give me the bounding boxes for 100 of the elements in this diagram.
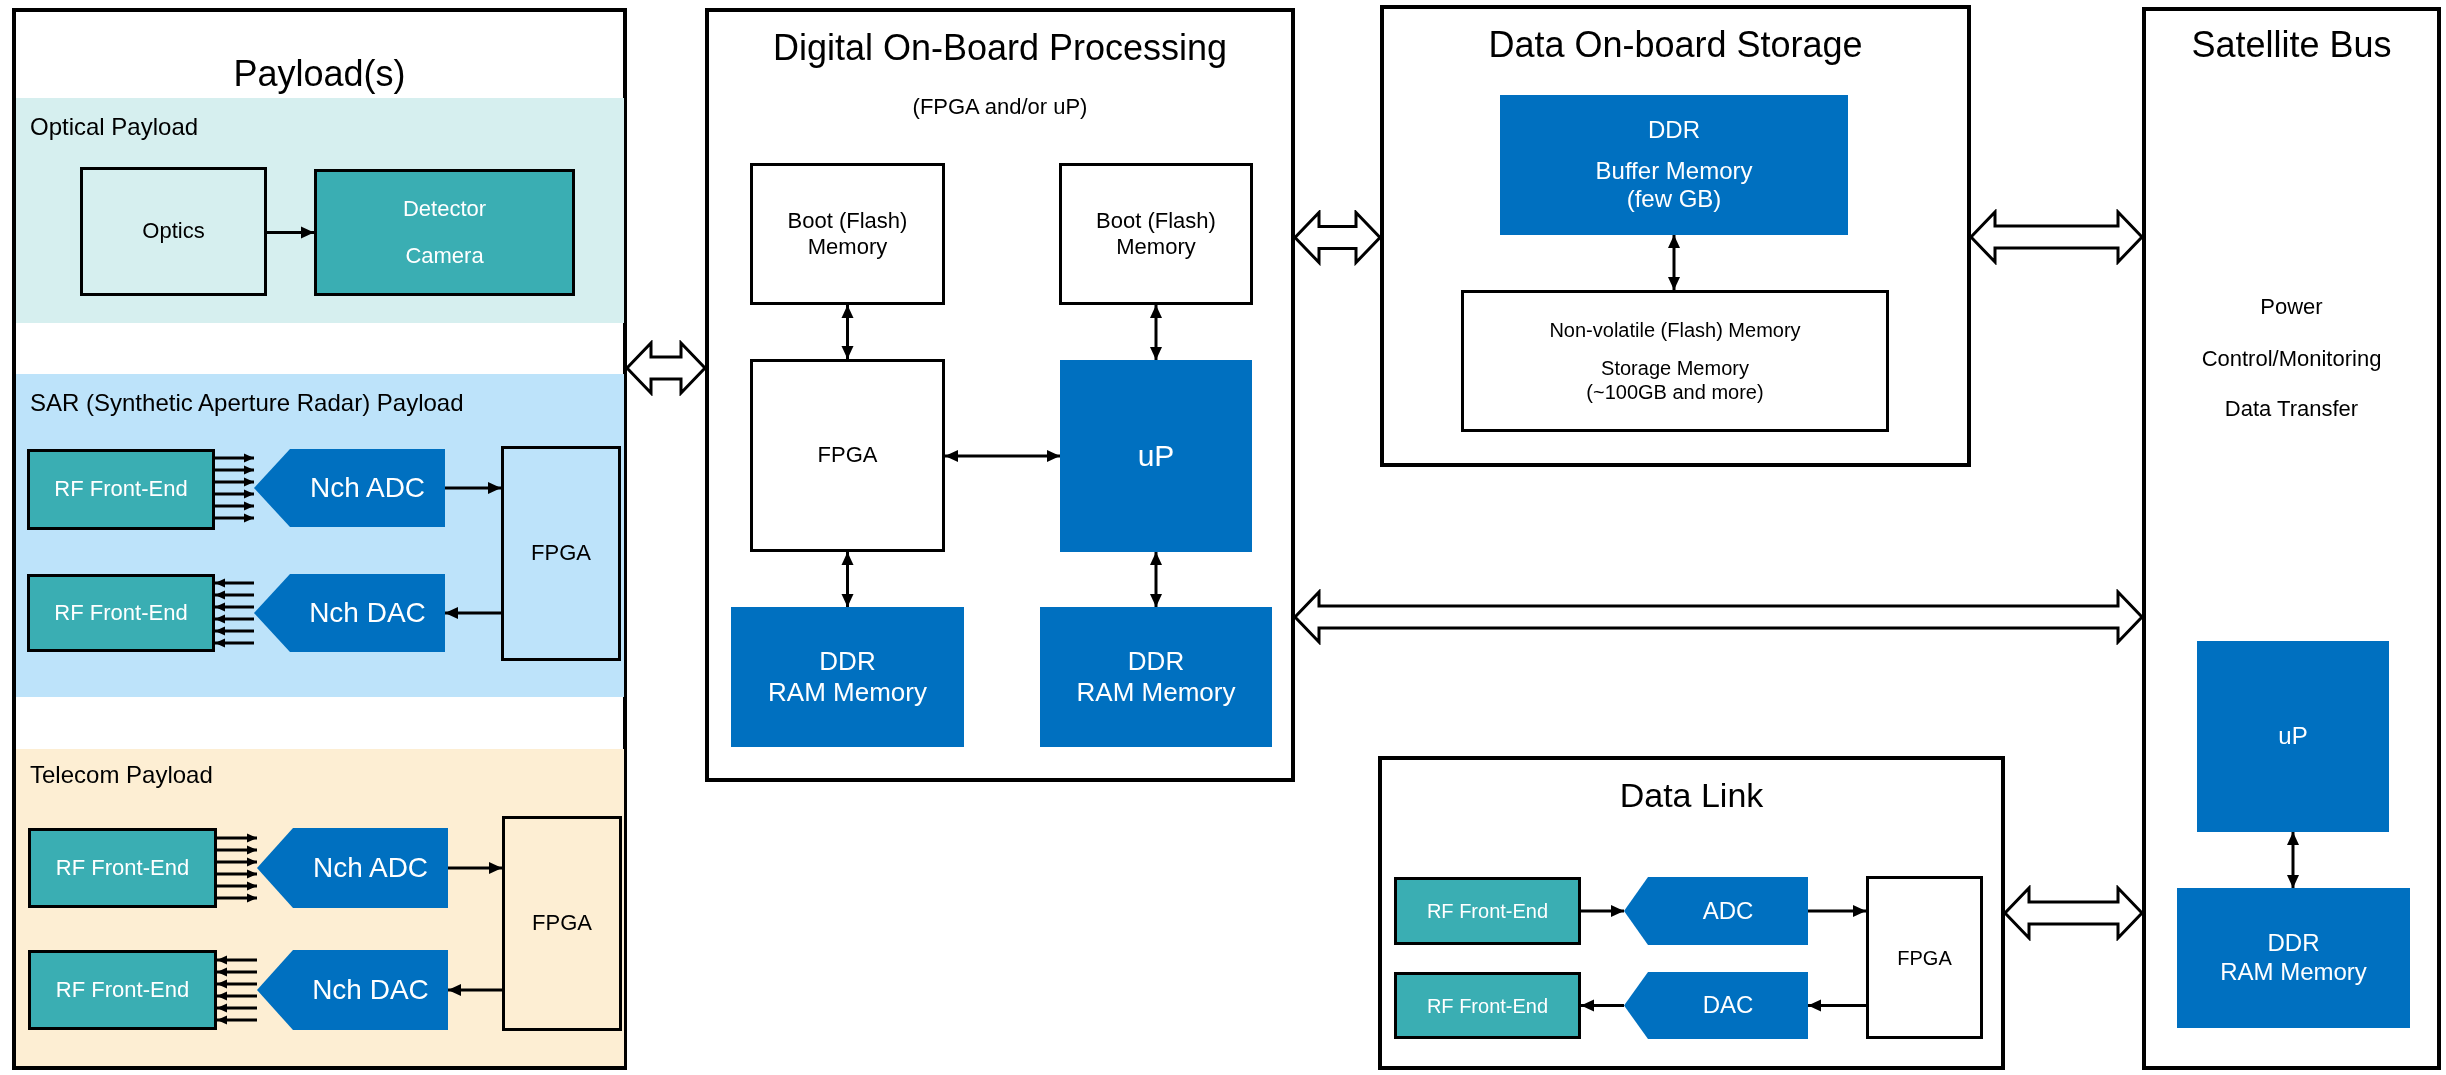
box-label: Nch DAC	[309, 596, 426, 630]
box-label: RF Front-End	[1426, 993, 1549, 1018]
arrow	[215, 590, 254, 600]
box-label: RF Front-End	[55, 854, 190, 882]
arrow	[445, 482, 501, 494]
arrow	[1808, 905, 1866, 917]
section-panel	[705, 8, 1295, 782]
arrow	[215, 453, 254, 463]
panel-title: Optical Payload	[30, 112, 199, 142]
arrow	[217, 991, 257, 1001]
box-label: DDR	[1648, 115, 1700, 145]
component-box	[501, 446, 621, 661]
box-label: RAM Memory	[2220, 958, 2367, 987]
box-label: ADC	[1702, 896, 1754, 926]
box-label: RAM Memory	[1076, 677, 1236, 709]
arrow	[215, 626, 254, 636]
box-label: FPGA	[531, 540, 591, 567]
box-label: Nch ADC	[312, 851, 429, 885]
box-label: uP	[1137, 438, 1175, 474]
section-band	[16, 374, 624, 697]
component-box	[27, 449, 215, 530]
arrow	[1581, 905, 1624, 917]
arrow	[448, 862, 502, 874]
component-box	[314, 169, 575, 296]
box-label: DDR	[1127, 645, 1185, 677]
arrow	[217, 1003, 257, 1013]
arrow	[217, 893, 257, 903]
arrow	[217, 1015, 257, 1025]
component-box	[28, 828, 217, 908]
arrow	[217, 979, 257, 989]
arrow	[448, 984, 502, 996]
component-box	[502, 816, 622, 1031]
component-box	[2177, 888, 2410, 1028]
panel-text: (FPGA and/or uP)	[912, 93, 1088, 121]
converter-block	[257, 828, 448, 908]
box-label: FPGA	[1897, 945, 1952, 970]
converter-block	[254, 449, 445, 527]
converter-block	[1624, 877, 1808, 945]
section-panel	[2142, 7, 2441, 1070]
arrow	[215, 638, 254, 648]
arrow	[1668, 235, 1680, 290]
component-box	[1500, 95, 1848, 235]
panel-text: Data Transfer	[2224, 395, 2359, 423]
section-panel	[1378, 756, 2005, 1070]
arrow	[217, 857, 257, 867]
box-label: DAC	[1702, 991, 1754, 1020]
arrow	[1808, 999, 1866, 1012]
box-label: DDR	[2267, 929, 2320, 958]
box-label: Storage Memory (~100GB and more)	[1585, 356, 1765, 404]
component-box	[80, 167, 267, 296]
arrow	[215, 477, 254, 487]
component-box	[1059, 163, 1253, 305]
arrow	[215, 513, 254, 523]
component-box	[1394, 877, 1581, 945]
box-label: RF Front-End	[55, 976, 190, 1004]
arrow	[841, 552, 854, 607]
arrow	[215, 614, 254, 624]
arrow	[217, 833, 257, 843]
component-box	[750, 163, 945, 305]
panel-title: Digital On-Board Processing	[772, 26, 1228, 70]
box-label: Nch DAC	[312, 973, 429, 1007]
arrow	[1150, 305, 1162, 360]
box-label: FPGA	[817, 442, 878, 469]
converter-block	[257, 950, 448, 1030]
arrow	[1150, 552, 1162, 607]
component-box	[731, 607, 964, 747]
box-label: Boot (Flash) Memory	[786, 207, 909, 261]
arrow	[217, 955, 257, 965]
panel-title: Telecom Payload	[30, 760, 213, 790]
component-box	[1866, 876, 1983, 1039]
panel-title: Satellite Bus	[2191, 23, 2392, 67]
box-label: FPGA	[532, 910, 592, 937]
arrow	[217, 869, 257, 879]
arrow	[215, 489, 254, 499]
panel-title: Data Link	[1619, 774, 1764, 816]
arrow	[267, 226, 314, 239]
arrow	[215, 465, 254, 475]
arrow	[215, 501, 254, 511]
arrow	[2287, 832, 2299, 888]
arrow	[217, 881, 257, 891]
component-box	[1040, 607, 1272, 747]
arrow	[1581, 999, 1624, 1012]
box-label: Detector Camera	[401, 195, 488, 270]
box-label: RF Front-End	[54, 476, 188, 503]
component-box	[1461, 290, 1889, 432]
arrow	[215, 578, 254, 588]
arrow	[215, 602, 254, 612]
panel-title: Payload(s)	[233, 52, 406, 96]
section-band	[16, 749, 624, 1066]
box-label: DDR	[819, 645, 876, 677]
panel-text: Control/Monitoring	[2201, 345, 2382, 373]
panel-title: SAR (Synthetic Aperture Radar) Payload	[30, 388, 464, 418]
component-box	[1060, 360, 1252, 552]
box-label: Non-volatile (Flash) Memory	[1549, 318, 1801, 342]
panel-title: Data On-board Storage	[1488, 23, 1863, 67]
component-box	[2197, 641, 2389, 832]
arrow	[217, 845, 257, 855]
section-panel	[1380, 5, 1971, 467]
arrow	[217, 967, 257, 977]
box-label: Buffer Memory (few GB)	[1594, 156, 1754, 215]
